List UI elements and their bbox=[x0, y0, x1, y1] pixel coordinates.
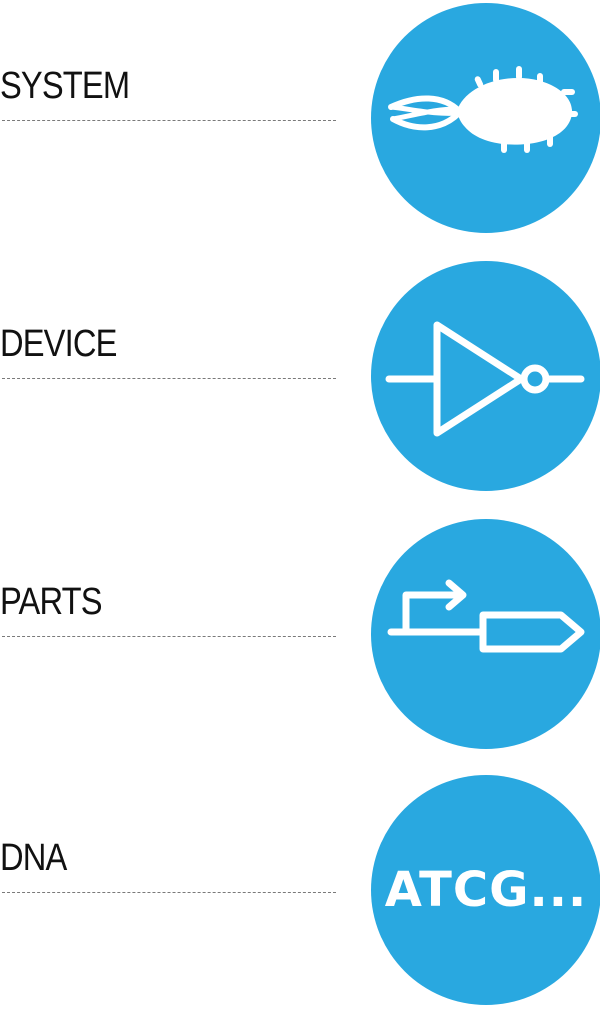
level-icon-circle bbox=[371, 519, 600, 749]
level-system: SYSTEM bbox=[0, 3, 600, 243]
level-label: PARTS bbox=[0, 581, 103, 623]
dashed-divider bbox=[2, 378, 336, 379]
level-icon-circle bbox=[371, 3, 600, 233]
level-label: DNA bbox=[0, 837, 67, 879]
level-parts: PARTS bbox=[0, 519, 600, 759]
dashed-divider bbox=[2, 636, 336, 637]
dna-sequence-icon: ATCG... bbox=[384, 862, 588, 918]
level-dna: DNA ATCG... bbox=[0, 775, 600, 1015]
level-label: DEVICE bbox=[0, 323, 117, 365]
dashed-divider bbox=[2, 120, 336, 121]
level-icon-circle bbox=[371, 261, 600, 491]
dashed-divider bbox=[2, 892, 336, 893]
promoter-gene-icon bbox=[387, 579, 585, 653]
level-icon-circle: ATCG... bbox=[371, 775, 600, 1005]
not-gate-icon bbox=[385, 321, 585, 437]
bacterium-icon bbox=[388, 66, 578, 153]
level-device: DEVICE bbox=[0, 261, 600, 501]
level-label: SYSTEM bbox=[0, 65, 130, 107]
